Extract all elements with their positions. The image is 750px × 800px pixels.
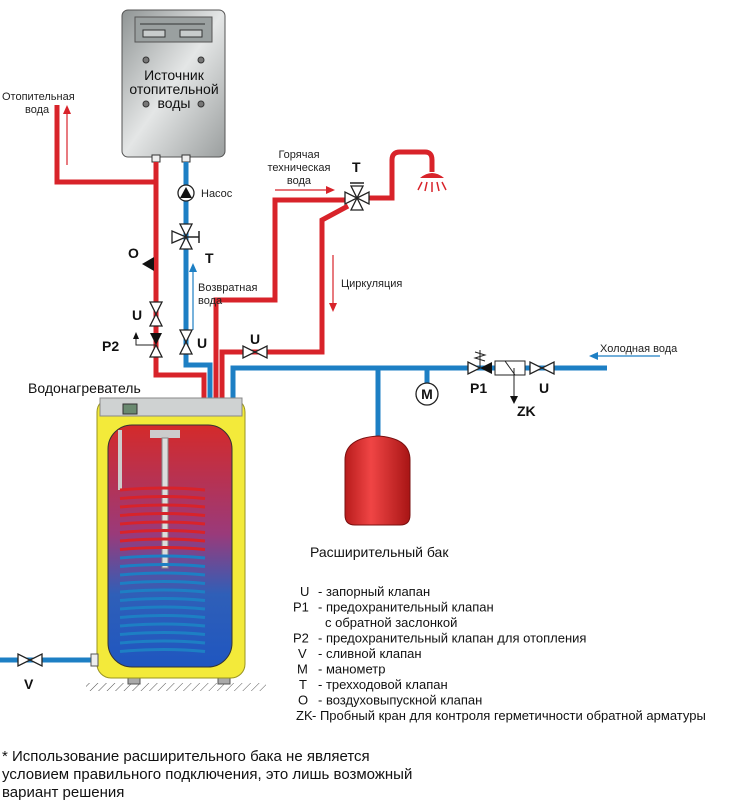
code-m: M	[421, 386, 433, 402]
footnote-line-1: * Использование расширительного бака не …	[2, 748, 370, 765]
pump-label: Насос	[201, 188, 233, 200]
coil-turn	[119, 614, 206, 619]
circulation-label: Циркуляция	[341, 278, 402, 290]
manometer-icon: M	[415, 382, 439, 406]
heating-supply-pipe	[153, 162, 207, 400]
coil-turn	[119, 537, 206, 543]
coil-turn	[119, 520, 206, 526]
shutoff-valve-supply-icon[interactable]	[148, 301, 164, 327]
coil-turn	[119, 563, 206, 568]
legend-text: - запорный клапан	[318, 584, 430, 599]
water-heater-tank	[86, 397, 266, 691]
expansion-tank	[344, 435, 411, 526]
code-u-cold: U	[539, 380, 549, 396]
legend-text: - Пробный кран для контроля герметичност…	[312, 708, 706, 723]
heating-water-label-2: вода	[25, 104, 50, 116]
coil-turn	[119, 495, 206, 500]
code-t-return: T	[205, 250, 214, 266]
legend-code: O	[298, 693, 308, 708]
heat-source-boiler: Источник отопительной воды	[121, 9, 226, 163]
legend-code: T	[299, 677, 307, 692]
three-way-valve-return-icon[interactable]	[171, 223, 200, 250]
heating-water-outlet-pipe	[54, 105, 156, 185]
code-zk: ZK	[517, 403, 536, 419]
coil-turn	[119, 546, 206, 551]
legend-text: - манометр	[318, 662, 385, 677]
hot-water-label-3: вода	[287, 175, 312, 187]
coil-turn	[119, 503, 206, 509]
legend-text: - предохранительный клапан для отопления	[318, 631, 586, 646]
legend-code: P2	[293, 631, 309, 646]
code-p1: P1	[470, 380, 487, 396]
return-water-label-1: Возвратная	[198, 282, 257, 294]
coil-turn	[119, 512, 206, 517]
legend-text: - воздуховыпускной клапан	[318, 693, 482, 708]
code-p2: P2	[102, 338, 119, 354]
shutoff-valve-return-icon[interactable]	[178, 329, 194, 355]
coil-turn	[119, 571, 206, 577]
coil-turn	[119, 648, 206, 653]
shower-head-icon	[417, 173, 447, 192]
legend-text: - предохранительный клапан	[318, 600, 494, 615]
air-vent-icon[interactable]	[142, 257, 154, 271]
legend-text: с обратной заслонкой	[325, 615, 457, 630]
return-water-label-2: вода	[198, 295, 223, 307]
coil-turn	[119, 605, 206, 611]
code-v: V	[24, 676, 34, 692]
coil-turn	[119, 622, 206, 628]
code-u-return: U	[197, 335, 207, 351]
shutoff-valve-circulation-icon[interactable]	[242, 344, 268, 360]
coil-turn	[119, 554, 206, 560]
coil-turn	[119, 597, 206, 602]
legend-code: ZK	[296, 708, 313, 723]
coil-turn	[119, 639, 206, 645]
safety-valve-p2-icon[interactable]	[133, 332, 164, 358]
pump-icon	[177, 184, 195, 202]
footnote-line-3: вариант решения	[2, 784, 124, 800]
legend-code: U	[300, 584, 309, 599]
coil-turn	[119, 529, 206, 534]
heating-water-label-1: Отопительная	[2, 91, 75, 103]
legend-code: P1	[293, 600, 309, 615]
coil-turn	[119, 588, 206, 594]
coil-turn	[119, 631, 206, 636]
boiler-label-2: отопительной	[129, 81, 218, 97]
code-u-circulation: U	[250, 331, 260, 347]
three-way-valve-hot-icon[interactable]	[344, 182, 370, 211]
boiler-label-3: воды	[158, 95, 191, 111]
coil-turn	[119, 580, 206, 585]
code-u-supply: U	[132, 307, 142, 323]
flow-arrows	[63, 105, 660, 360]
boiler-label-1: Источник	[144, 67, 205, 83]
footnote-line-2: условием правильного подключения, это ли…	[2, 766, 412, 783]
legend-text: - сливной клапан	[318, 646, 422, 661]
circulation-pipe	[219, 203, 350, 400]
safety-valve-p1-icon[interactable]	[467, 350, 492, 376]
drain-valve-icon[interactable]	[17, 652, 43, 668]
filter-icon	[494, 360, 526, 404]
code-t-hot: T	[352, 159, 361, 175]
cold-water-label: Холодная вода	[600, 343, 678, 355]
water-heater-label: Водонагреватель	[28, 380, 141, 396]
heating-coil	[119, 486, 206, 653]
shower-pipe	[368, 149, 435, 201]
code-o: O	[128, 245, 139, 261]
legend-code: M	[297, 662, 308, 677]
expansion-tank-label: Расширительный бак	[310, 544, 449, 560]
hot-water-pipe	[213, 197, 345, 400]
coil-turn	[119, 486, 206, 492]
legend-code: V	[298, 646, 307, 661]
hot-water-label-1: Горячая	[278, 149, 319, 161]
legend-text: - трехходовой клапан	[318, 677, 448, 692]
hot-water-label-2: техническая	[268, 162, 331, 174]
shutoff-valve-cold-icon[interactable]	[529, 360, 555, 376]
